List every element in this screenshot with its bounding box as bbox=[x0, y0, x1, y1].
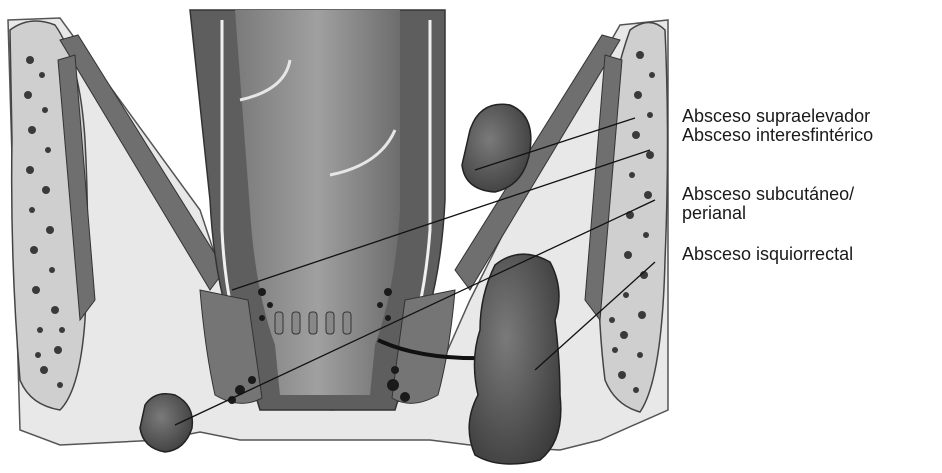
label-ischiorectal-abscess: Absceso isquiorrectal bbox=[682, 245, 853, 264]
label-subcutaneous-abscess-line2: perianal bbox=[682, 204, 746, 223]
label-intersphincteric-abscess: Absceso interesfintérico bbox=[682, 126, 873, 145]
label-subcutaneous-abscess-line1: Absceso subcutáneo/ bbox=[682, 185, 854, 204]
perianal-abscess bbox=[140, 394, 192, 452]
label-supraelevator-abscess: Absceso supraelevador bbox=[682, 107, 870, 126]
